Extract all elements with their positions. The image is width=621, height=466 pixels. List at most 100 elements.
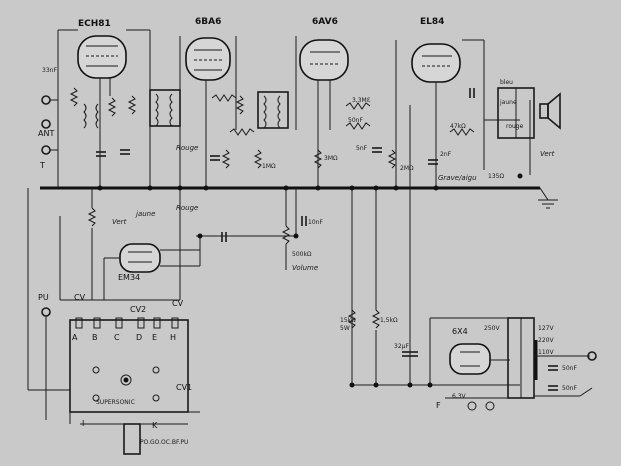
tube-label-6ba6: 6BA6 xyxy=(195,17,221,27)
tube-label-6av6: 6AV6 xyxy=(312,17,338,27)
jaune-wire-label: jaune xyxy=(135,210,155,218)
chassis-ground xyxy=(539,187,549,201)
pu-jack[interactable] xyxy=(41,307,51,317)
resistor xyxy=(127,95,137,115)
tone-label: Grave/aigu xyxy=(438,174,477,182)
resistor xyxy=(229,128,255,136)
ant-jack-2[interactable] xyxy=(41,119,51,129)
capacitor xyxy=(120,149,130,155)
switch-shaft[interactable] xyxy=(123,423,141,455)
resistor xyxy=(69,87,79,107)
tube-6ba6 xyxy=(185,37,231,110)
osc-coil xyxy=(83,103,99,129)
capacitor xyxy=(301,216,307,226)
capacitor xyxy=(548,385,558,391)
res-label-1m: 1MΩ xyxy=(262,163,276,170)
volume-label: Volume xyxy=(292,264,318,272)
cap-label-2nf: 2nF xyxy=(440,151,452,158)
resistor xyxy=(345,102,371,110)
capacitor xyxy=(210,155,220,161)
pin-a: A xyxy=(72,333,78,342)
capacitor xyxy=(221,232,227,242)
mains-plug xyxy=(587,351,597,361)
i-label: I xyxy=(82,419,84,428)
rouge-wire-label: Rouge xyxy=(176,204,198,212)
tap-label-63v: 6,3V xyxy=(452,393,467,400)
capacitor xyxy=(372,147,382,153)
tube-label-el84: EL84 xyxy=(420,17,444,27)
tube-el84 xyxy=(411,43,461,120)
tap-label-220v: 220V xyxy=(538,337,554,344)
tube-6x4 xyxy=(449,343,491,375)
vert-wire-label: Vert xyxy=(112,218,127,226)
rouge-wire-label-2: Rouge xyxy=(176,144,198,152)
jaune-wire-label-2: jaune xyxy=(499,99,517,106)
res-label-135: 135Ω xyxy=(488,173,504,180)
capacitor xyxy=(96,151,106,157)
resistor xyxy=(387,149,397,169)
cap-label-10nf: 10nF xyxy=(308,219,323,226)
power-switch[interactable] xyxy=(579,387,593,397)
tube-label-ech81: ECH81 xyxy=(78,19,111,29)
vert-label: Vert xyxy=(540,150,555,158)
capacitor xyxy=(548,365,558,371)
pin-h: H xyxy=(170,333,176,342)
cap-label-50nf-b: 50nF xyxy=(562,385,577,392)
resistor xyxy=(449,128,475,136)
earth-label: T xyxy=(39,161,45,170)
res-label-5w: 5W xyxy=(340,325,350,332)
cv1-label: CV1 xyxy=(176,383,192,392)
tube-6av6 xyxy=(299,39,349,130)
speaker xyxy=(539,92,561,130)
resistor xyxy=(107,97,117,117)
wave-switch-board xyxy=(69,319,189,413)
tube-label-6x4: 6X4 xyxy=(452,327,468,336)
antenna-jack[interactable] xyxy=(41,95,51,105)
tap-label-250v: 250V xyxy=(484,325,500,332)
res-label-1k5: 1,5kΩ xyxy=(380,317,398,324)
tap-label-127v: 127V xyxy=(538,325,554,332)
cv-label-2: CV xyxy=(172,299,184,308)
power-transformer xyxy=(507,317,538,399)
pu-label: PU xyxy=(38,293,49,302)
pilot-lamp xyxy=(467,401,477,411)
res-label-47k: 47kΩ xyxy=(450,123,466,130)
cap-label-50nf-a: 50nF xyxy=(562,365,577,372)
output-transformer xyxy=(497,87,535,139)
resistor xyxy=(221,149,231,169)
capacitor xyxy=(402,351,418,357)
tube-label-em34: EM34 xyxy=(118,273,140,282)
cv-label: CV xyxy=(74,293,86,302)
cap-label-50nf: 50nF xyxy=(348,117,363,124)
tube-em34 xyxy=(119,243,161,273)
if-transformer-1 xyxy=(149,89,181,127)
pot-label: 500kΩ xyxy=(292,251,312,258)
resistor xyxy=(371,309,381,329)
switch-code-label: PO.GO.OC.BF.PU xyxy=(140,439,188,446)
earth-jack[interactable] xyxy=(41,145,51,155)
pin-d: D xyxy=(136,333,142,342)
pin-e: E xyxy=(152,333,157,342)
capacitor xyxy=(469,88,475,98)
resistor xyxy=(87,207,97,227)
if-transformer-2 xyxy=(257,91,289,129)
cap-label-33nf: 33nF xyxy=(42,67,57,74)
cap-label-5nf: 5nF xyxy=(356,145,368,152)
resistor xyxy=(253,149,263,169)
cv2-label: CV2 xyxy=(130,305,146,314)
resistor xyxy=(211,94,237,102)
res-label-33m: 3,3Mℇ xyxy=(352,97,371,104)
pin-c: C xyxy=(114,333,120,342)
switch-contacts[interactable] xyxy=(75,317,179,329)
resistor xyxy=(347,309,357,329)
resistor xyxy=(281,225,291,245)
supersonic-label: SUPERSONIC xyxy=(96,399,135,406)
bleu-wire-label: bleu xyxy=(500,79,513,86)
k-label: K xyxy=(152,421,158,430)
pin-b: B xyxy=(92,333,98,342)
resistor xyxy=(313,149,323,169)
res-label-2m: 2MΩ xyxy=(400,165,414,172)
pilot-lamp xyxy=(485,401,495,411)
